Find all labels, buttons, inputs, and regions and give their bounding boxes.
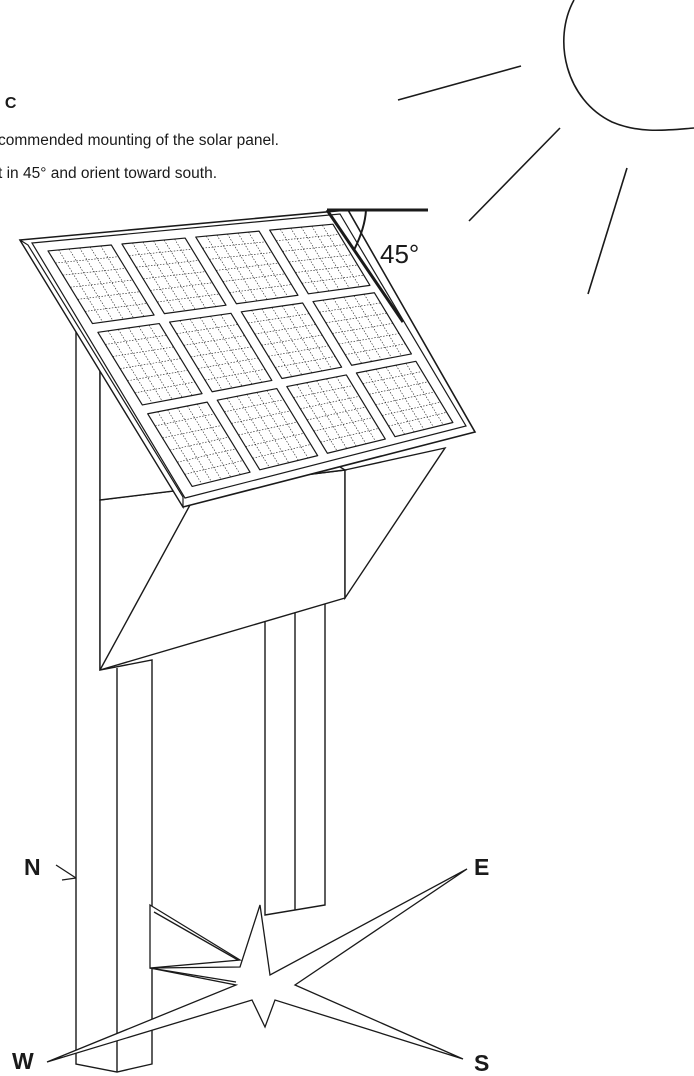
cell-divider — [301, 274, 364, 284]
cell-divider — [306, 382, 347, 449]
cell-divider — [231, 410, 291, 424]
compass-label-north: N — [24, 854, 41, 880]
solar-panel — [18, 209, 477, 510]
cell-divider — [157, 293, 220, 303]
tilt-reference-line — [325, 209, 405, 323]
cell-divider — [138, 326, 183, 398]
cell-divider — [89, 246, 134, 319]
cell-divider — [388, 412, 447, 427]
solar-cell-grid — [47, 223, 454, 487]
caption-line-1: commended mounting of the solar panel. — [0, 132, 279, 149]
cell-divider — [142, 241, 186, 311]
cell-divider — [268, 345, 329, 357]
cell-divider — [295, 264, 358, 273]
cell-divider — [134, 381, 195, 394]
cell-divider — [316, 380, 357, 447]
angle-label: 45° — [380, 239, 419, 269]
cell-divider — [167, 409, 212, 482]
caption-title: . C — [0, 95, 17, 112]
cell-divider — [375, 391, 435, 406]
cell-divider — [236, 396, 280, 466]
cell-divider — [245, 432, 305, 447]
cell-divider — [336, 376, 376, 442]
cell-divider — [307, 406, 366, 421]
sun-disc — [563, 0, 694, 132]
cell-divider — [237, 232, 278, 299]
cell-divider — [184, 460, 243, 475]
cell-divider — [345, 343, 406, 355]
cell-divider — [163, 239, 206, 309]
cell-divider — [216, 262, 279, 271]
compass-label-west: W — [12, 1048, 34, 1074]
cell-divider — [311, 226, 350, 289]
cell-divider — [70, 279, 133, 288]
compass-rose — [46, 864, 468, 1063]
compass-label-south: S — [474, 1050, 489, 1076]
cell-divider — [220, 314, 263, 383]
cell-divider — [206, 235, 247, 303]
caption-line-2: t in 45° and orient toward south. — [0, 165, 217, 182]
cell-divider — [183, 335, 245, 346]
cell-divider — [155, 413, 215, 427]
cell-divider — [120, 358, 181, 369]
compass-label-east: E — [474, 854, 489, 880]
angle-indicator — [325, 208, 428, 323]
cell-divider — [229, 284, 292, 293]
cell-divider — [248, 231, 288, 297]
cell-divider — [300, 396, 360, 410]
cell-divider — [105, 334, 167, 345]
cell-divider — [290, 227, 330, 292]
cell-divider — [189, 318, 233, 389]
cell-divider — [216, 234, 258, 302]
cell-divider — [292, 304, 332, 370]
cell-divider — [275, 356, 336, 368]
cell-divider — [197, 357, 259, 369]
cell-divider — [266, 390, 309, 459]
cell-divider — [210, 316, 253, 385]
cell-divider — [177, 407, 222, 480]
cell-divider — [281, 305, 322, 372]
angle-arc — [353, 209, 367, 251]
cell-divider — [204, 368, 266, 381]
cell-divider — [169, 436, 229, 451]
cell-divider — [382, 401, 441, 416]
cell-divider — [150, 282, 213, 291]
back-support-post — [264, 589, 326, 916]
cell-divider — [261, 334, 323, 346]
north-pointer — [55, 864, 77, 879]
sun-ray-1 — [397, 65, 522, 101]
cell-divider — [174, 238, 217, 307]
cell-divider — [261, 308, 303, 375]
cell-divider — [313, 417, 373, 432]
cell-divider — [222, 273, 286, 282]
cell-divider — [333, 298, 372, 362]
cell-divider — [338, 333, 400, 345]
cell-divider — [85, 303, 147, 312]
cell-divider — [118, 329, 163, 402]
cell-divider — [320, 428, 379, 443]
cell-divider — [238, 421, 298, 436]
cell-divider — [68, 248, 114, 321]
sun-icon — [397, 0, 694, 295]
cell-divider — [332, 323, 393, 334]
sun-ray-2 — [468, 127, 561, 222]
cell-divider — [288, 254, 352, 263]
sun-ray-3 — [587, 167, 628, 295]
cell-divider — [252, 444, 311, 459]
cell-divider — [375, 368, 415, 433]
cell-divider — [127, 369, 188, 382]
cell-divider — [353, 295, 392, 358]
figure-caption: . C commended mounting of the solar pane… — [0, 95, 279, 182]
cell-divider — [177, 448, 236, 463]
